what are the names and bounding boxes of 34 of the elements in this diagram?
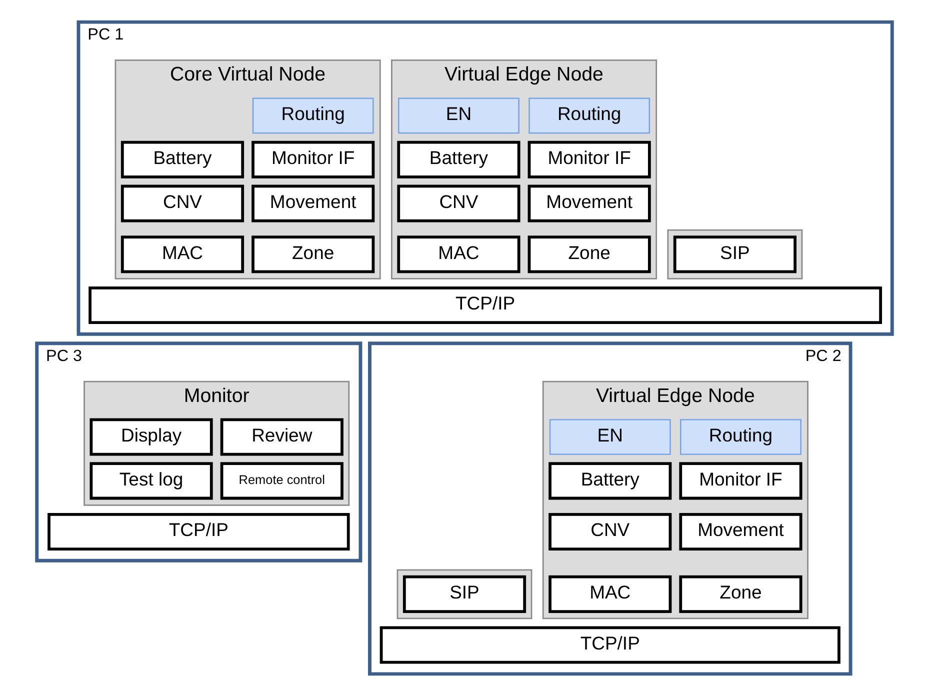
node-box: Review [220,418,343,456]
node-box: Movement [527,184,650,222]
node-box: Movement [678,512,802,551]
node-box: Battery [396,140,520,178]
node-box: CNV [120,184,244,222]
node-box: CNV [548,512,672,551]
node-box: SIP [402,575,526,613]
node-box: Remote control [220,462,343,500]
cluster [666,229,802,280]
node-box: Monitor IF [251,140,374,178]
node-box: Zone [527,236,650,274]
node-box: Routing [528,98,650,134]
node-box: TCP/IP [88,286,882,324]
node-box: Test log [89,462,212,500]
node-box: CNV [396,184,520,222]
cluster [396,569,532,620]
node-box: Monitor IF [678,462,802,500]
node-box: TCP/IP [47,512,350,551]
node-box: EN [548,419,670,455]
node-box: MAC [120,236,244,274]
node-box: SIP [672,236,796,274]
node-box: Routing [680,419,801,455]
node-box: Display [89,418,212,456]
node-box: EN [398,98,519,134]
node-box: Movement [251,184,374,222]
node-box: Zone [251,236,374,274]
node-box: TCP/IP [379,626,840,664]
node-box: MAC [396,236,520,274]
node-box: MAC [548,575,672,613]
node-box: Battery [548,462,672,500]
node-box: Monitor IF [527,140,650,178]
node-box: Battery [120,140,244,178]
node-box: Routing [252,98,374,134]
node-box: Zone [678,575,802,613]
